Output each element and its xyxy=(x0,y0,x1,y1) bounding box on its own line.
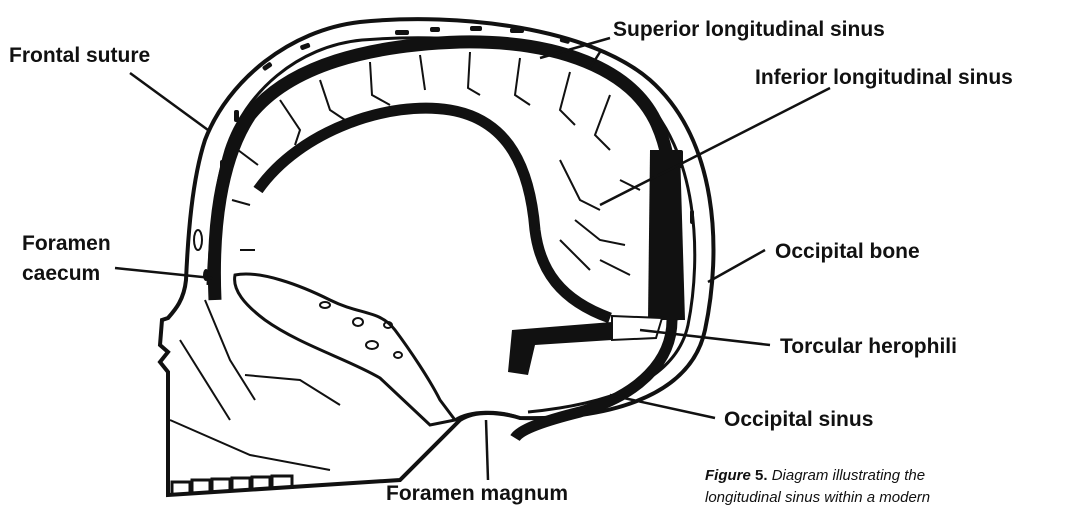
facial-lines xyxy=(170,300,340,470)
label-frontal-suture: Frontal suture xyxy=(9,44,150,68)
label-inferior-longitudinal-sinus: Inferior longitudinal sinus xyxy=(755,66,1013,90)
label-foramen-caecum-line1: Foramen xyxy=(22,232,111,256)
label-occipital-bone: Occipital bone xyxy=(775,240,920,264)
caption-line-2: longitudinal sinus within a modern xyxy=(705,487,1082,509)
label-superior-longitudinal-sinus: Superior longitudinal sinus xyxy=(613,18,885,42)
label-foramen-caecum-line2: caecum xyxy=(22,262,100,286)
label-torcular-herophili: Torcular herophili xyxy=(780,335,957,359)
caption-figure-number: 5. xyxy=(755,467,768,484)
caption-line2-text: longitudinal sinus within a modern xyxy=(705,489,930,506)
caption-line1-text: Diagram illustrating the xyxy=(772,467,925,484)
skull-base xyxy=(235,274,455,425)
inferior-sinus-band xyxy=(258,108,610,318)
transverse-sinus xyxy=(508,322,612,375)
label-foramen-magnum: Foramen magnum xyxy=(386,482,568,506)
figure-caption: Figure 5. Diagram illustrating the longi… xyxy=(705,465,1082,509)
caption-line-1: Figure 5. Diagram illustrating the xyxy=(705,465,1082,487)
superior-sinus-band xyxy=(214,42,674,320)
diploe-marks xyxy=(194,26,694,281)
label-occipital-sinus: Occipital sinus xyxy=(724,408,873,432)
torcular-notch xyxy=(612,316,662,340)
caption-figure-word: Figure xyxy=(705,467,751,484)
confluence-mass xyxy=(648,150,685,320)
